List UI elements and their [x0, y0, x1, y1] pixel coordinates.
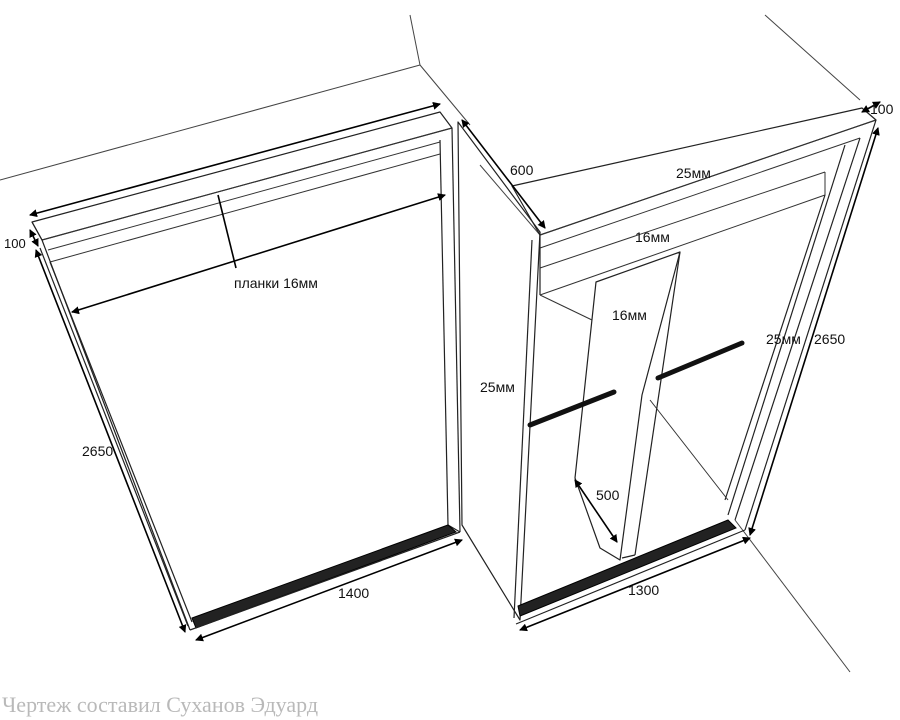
- right-wardrobe: [457, 107, 877, 625]
- label-right-top-board: 25мм: [676, 165, 711, 181]
- label-right-front-depth: 100: [870, 101, 894, 117]
- label-left-width: 1400: [338, 585, 369, 601]
- label-right-inner-top: 16мм: [635, 229, 670, 245]
- room-lines: [0, 14, 861, 673]
- label-right-side-right: 25мм: [766, 331, 801, 347]
- author-credit: Чертеж составил Суханов Эдуард: [2, 692, 319, 717]
- hanging-rod-right: [655, 340, 745, 381]
- label-right-partition: 16мм: [612, 307, 647, 323]
- label-right-height: 2650: [814, 331, 845, 347]
- hanging-rod-left: [527, 389, 617, 428]
- label-slats: планки 16мм: [234, 275, 318, 291]
- label-left-height: 2650: [82, 443, 113, 459]
- label-right-side-left: 25мм: [480, 379, 515, 395]
- label-right-depth: 600: [510, 162, 534, 178]
- label-left-depth: 100: [4, 236, 26, 251]
- dimension-lines: [29, 101, 881, 642]
- label-right-shelf-depth: 500: [596, 487, 620, 503]
- label-right-width: 1300: [628, 582, 659, 598]
- left-wardrobe: [31, 111, 461, 631]
